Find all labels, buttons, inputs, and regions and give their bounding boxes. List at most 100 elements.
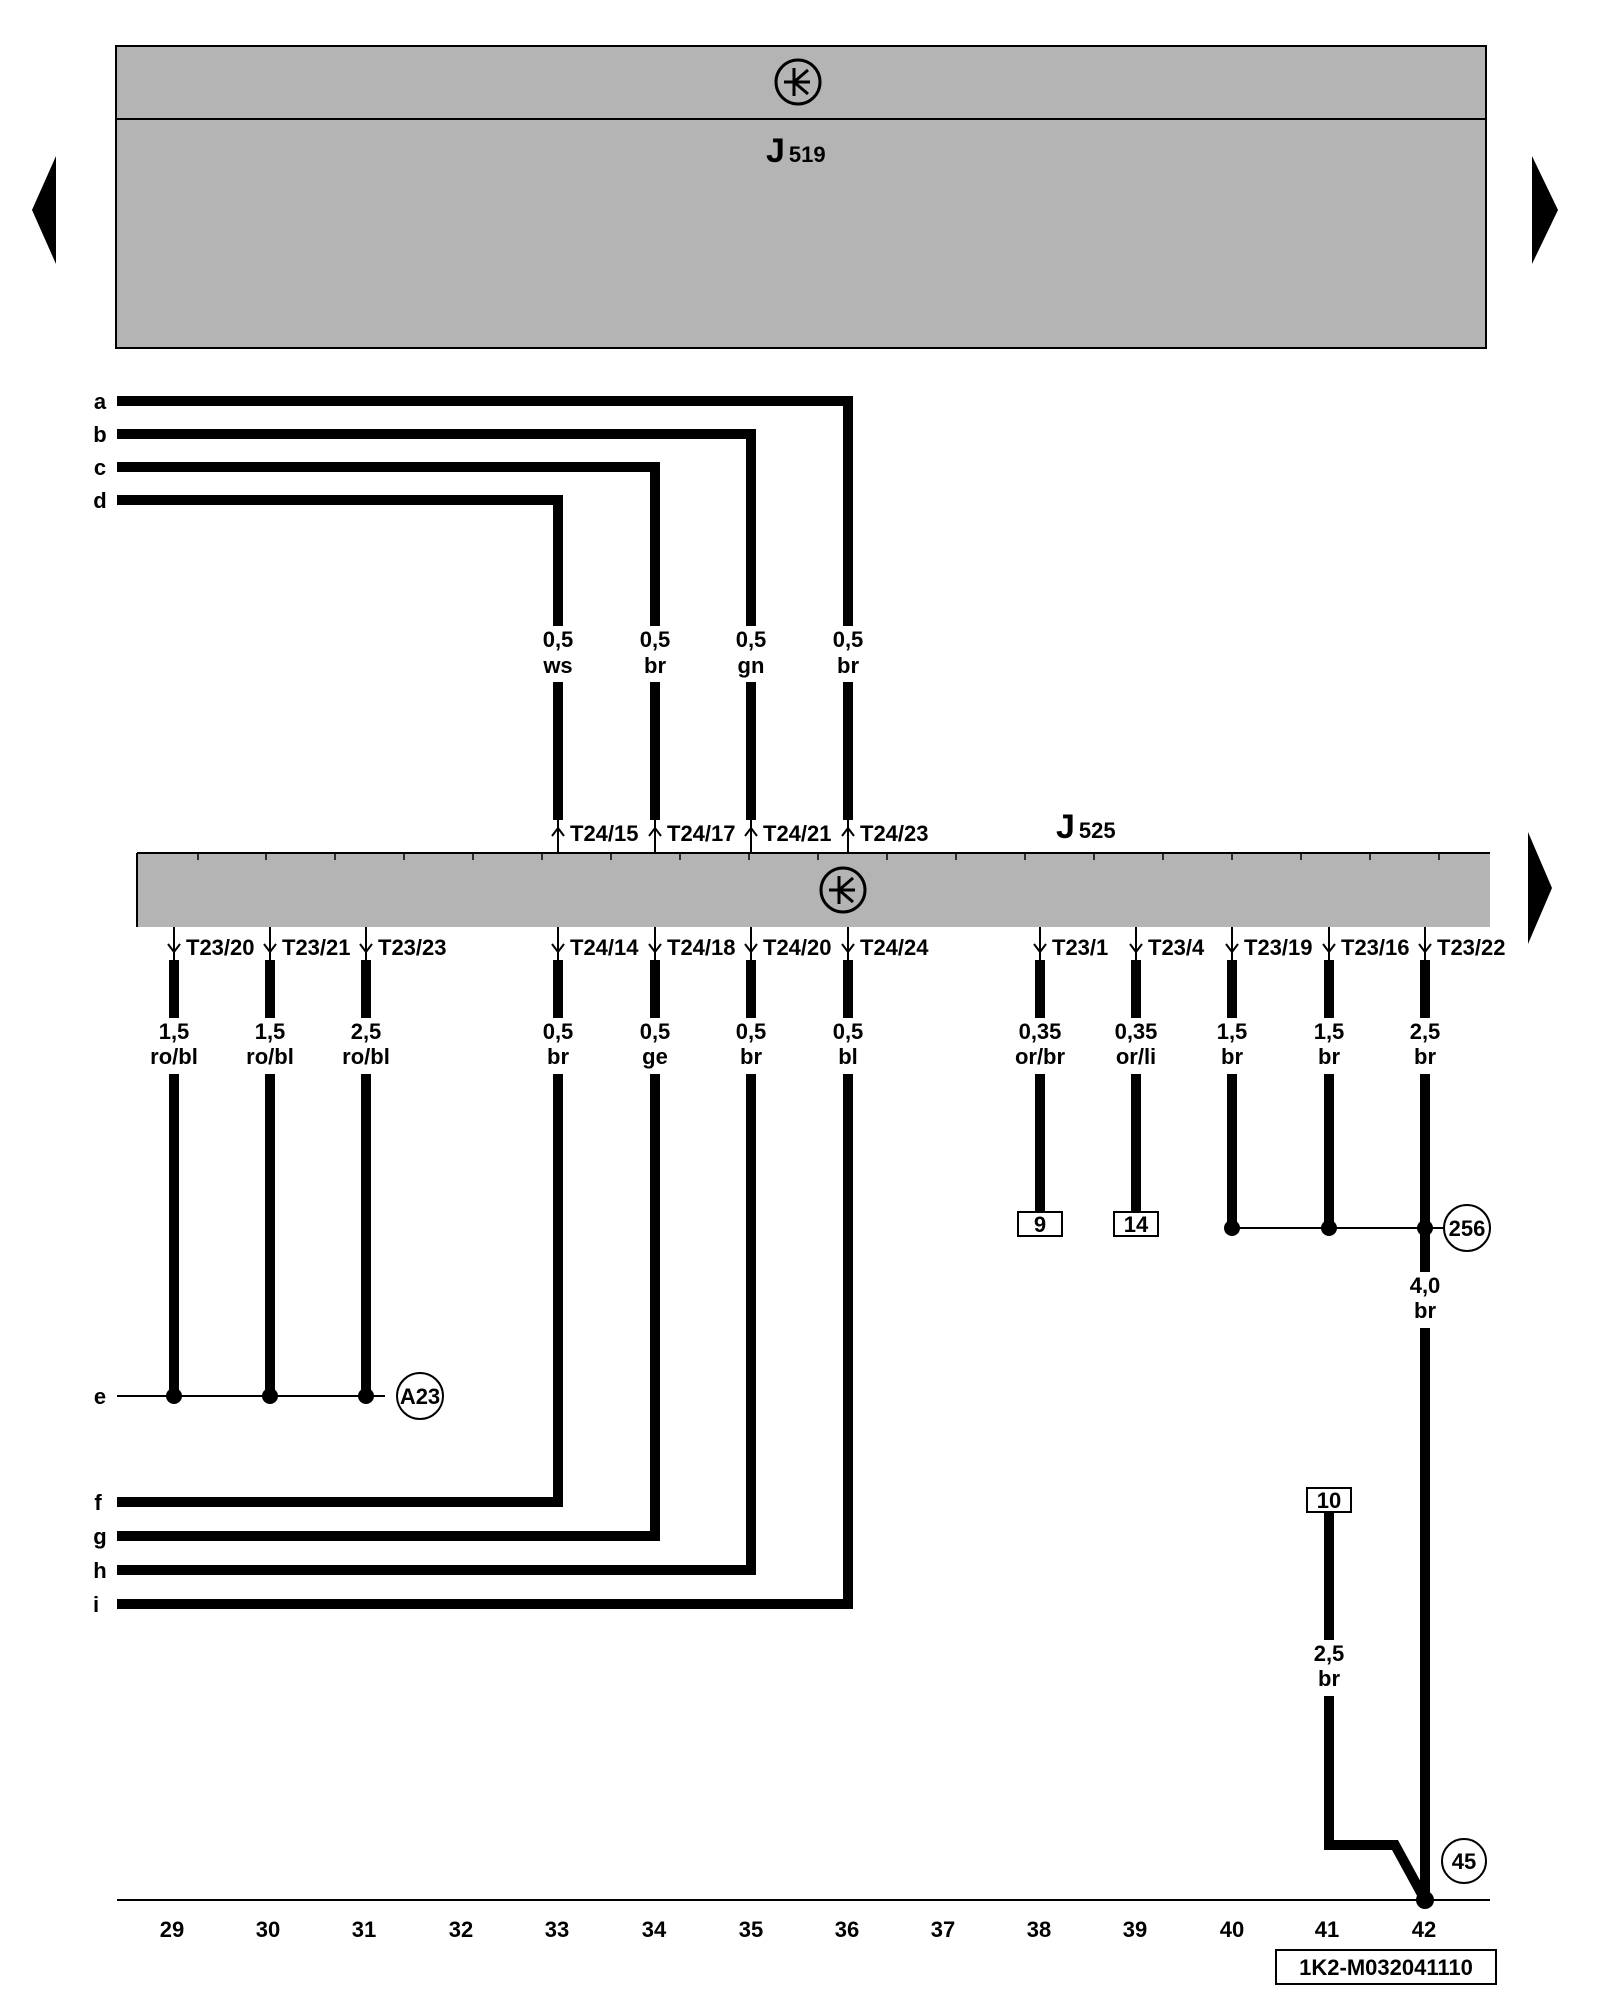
- pin-label: T23/19: [1244, 935, 1313, 960]
- wire-color: br: [837, 653, 859, 678]
- column-number: 31: [352, 1917, 376, 1942]
- wire-size: 2,5: [351, 1019, 382, 1044]
- lower-wire-labels: 1,5 ro/bl 1,5 ro/bl 2,5 ro/bl 0,5 br 0,5…: [150, 1019, 1440, 1691]
- pin-label: T23/1: [1052, 935, 1108, 960]
- column-number: 36: [835, 1917, 859, 1942]
- column-number: 34: [642, 1917, 667, 1942]
- pin-label: T24/15: [570, 821, 639, 846]
- box-9[interactable]: 9: [1017, 1211, 1063, 1237]
- box-14[interactable]: 14: [1113, 1211, 1159, 1237]
- wire-color: br: [740, 1044, 762, 1069]
- letter-c: c: [94, 455, 106, 480]
- letter-e: e: [94, 1384, 106, 1409]
- circle-256-label: 256: [1449, 1216, 1486, 1241]
- column-numbers: 29 30 31 32 33 34 35 36 37 38 39 40 41 4…: [160, 1917, 1436, 1942]
- wire-size: 2,5: [1410, 1019, 1441, 1044]
- next-page-arrow-icon[interactable]: [1532, 156, 1558, 264]
- wire-size: 0,35: [1019, 1019, 1062, 1044]
- wire-color: ro/bl: [246, 1044, 294, 1069]
- column-number: 35: [739, 1917, 763, 1942]
- control-unit-symbol-icon: [819, 866, 867, 914]
- column-number: 32: [449, 1917, 473, 1942]
- wire-c: [117, 462, 660, 820]
- wire-color: br: [1414, 1298, 1436, 1323]
- wire-color: bl: [838, 1044, 858, 1069]
- pin-label: T23/22: [1437, 935, 1506, 960]
- diagram-reference-code: 1K2-M032041110: [1299, 1955, 1473, 1980]
- circle-256[interactable]: 256: [1443, 1204, 1491, 1252]
- upper-pin-labels: T24/15 T24/17 T24/21 T24/23: [570, 821, 929, 846]
- letter-f: f: [94, 1490, 102, 1515]
- wire-color: gn: [738, 653, 765, 678]
- wire-g: [117, 960, 660, 1541]
- pin-label: T23/23: [378, 935, 447, 960]
- column-number: 37: [931, 1917, 955, 1942]
- circle-45-label: 45: [1452, 1849, 1476, 1874]
- circle-a23-label: A23: [400, 1384, 440, 1409]
- pin-label: T24/20: [763, 935, 832, 960]
- wire-size: 0,5: [833, 1019, 864, 1044]
- wire-size: 0,5: [833, 627, 864, 652]
- wire-color: br: [1221, 1044, 1243, 1069]
- wire-color: ge: [642, 1044, 668, 1069]
- wire-size: 0,35: [1115, 1019, 1158, 1044]
- wire-color: ro/bl: [150, 1044, 198, 1069]
- wire-size: 0,5: [736, 627, 767, 652]
- wire-i: [117, 960, 853, 1609]
- splice-lines: [117, 1227, 1490, 1901]
- junction-dots: [166, 1220, 1434, 1909]
- column-number: 40: [1220, 1917, 1244, 1942]
- pin-label: T24/24: [860, 935, 929, 960]
- pin-label: T24/17: [667, 821, 736, 846]
- letter-a: a: [94, 389, 107, 414]
- box-10[interactable]: 10: [1306, 1487, 1352, 1513]
- pin-label: T23/4: [1148, 935, 1205, 960]
- letter-h: h: [93, 1558, 106, 1583]
- lower-pin-labels: T23/20 T23/21 T23/23 T24/14 T24/18 T24/2…: [186, 935, 1506, 960]
- prev-page-arrow-icon[interactable]: [32, 156, 56, 264]
- lower-pin-connectors: [167, 927, 1432, 960]
- pin-label: T24/14: [570, 935, 639, 960]
- wire-color: ro/bl: [342, 1044, 390, 1069]
- pin-label: T23/21: [282, 935, 351, 960]
- next-page-arrow-icon-lower[interactable]: [1528, 832, 1552, 944]
- wire-color: br: [1318, 1044, 1340, 1069]
- wire-size: 2,5: [1314, 1641, 1345, 1666]
- pin-label: T23/16: [1341, 935, 1410, 960]
- wire-size: 0,5: [543, 1019, 574, 1044]
- lower-wires: [117, 960, 1430, 1903]
- wire-box10: [1324, 1512, 1430, 1903]
- control-unit-symbol-icon: [774, 58, 822, 106]
- column-number: 41: [1315, 1917, 1339, 1942]
- wire-size: 1,5: [255, 1019, 286, 1044]
- wire-size: 0,5: [736, 1019, 767, 1044]
- wire-f: [117, 960, 563, 1507]
- letter-b: b: [93, 422, 106, 447]
- diagram-reference: 1K2-M032041110: [1275, 1949, 1497, 1985]
- wire-size: 1,5: [1217, 1019, 1248, 1044]
- column-number: 42: [1412, 1917, 1436, 1942]
- pin-label: T23/20: [186, 935, 255, 960]
- wire-size: 1,5: [1314, 1019, 1345, 1044]
- wire-size: 0,5: [543, 627, 574, 652]
- circle-a23[interactable]: A23: [396, 1372, 444, 1420]
- upper-pin-connectors: [551, 820, 855, 853]
- circle-45[interactable]: 45: [1441, 1838, 1487, 1884]
- box-14-label: 14: [1124, 1212, 1149, 1237]
- wire-size: 0,5: [640, 627, 671, 652]
- column-number: 30: [256, 1917, 280, 1942]
- letter-i: i: [93, 1592, 99, 1617]
- pin-label: T24/23: [860, 821, 929, 846]
- left-letters: a b c d e f g h i: [93, 389, 107, 1617]
- upper-wire-labels: 0,5 ws 0,5 br 0,5 gn 0,5 br: [542, 627, 863, 678]
- wire-size: 4,0: [1410, 1273, 1441, 1298]
- wire-color: br: [644, 653, 666, 678]
- wire-color: or/br: [1015, 1044, 1066, 1069]
- pin-label: T24/21: [763, 821, 832, 846]
- column-number: 29: [160, 1917, 184, 1942]
